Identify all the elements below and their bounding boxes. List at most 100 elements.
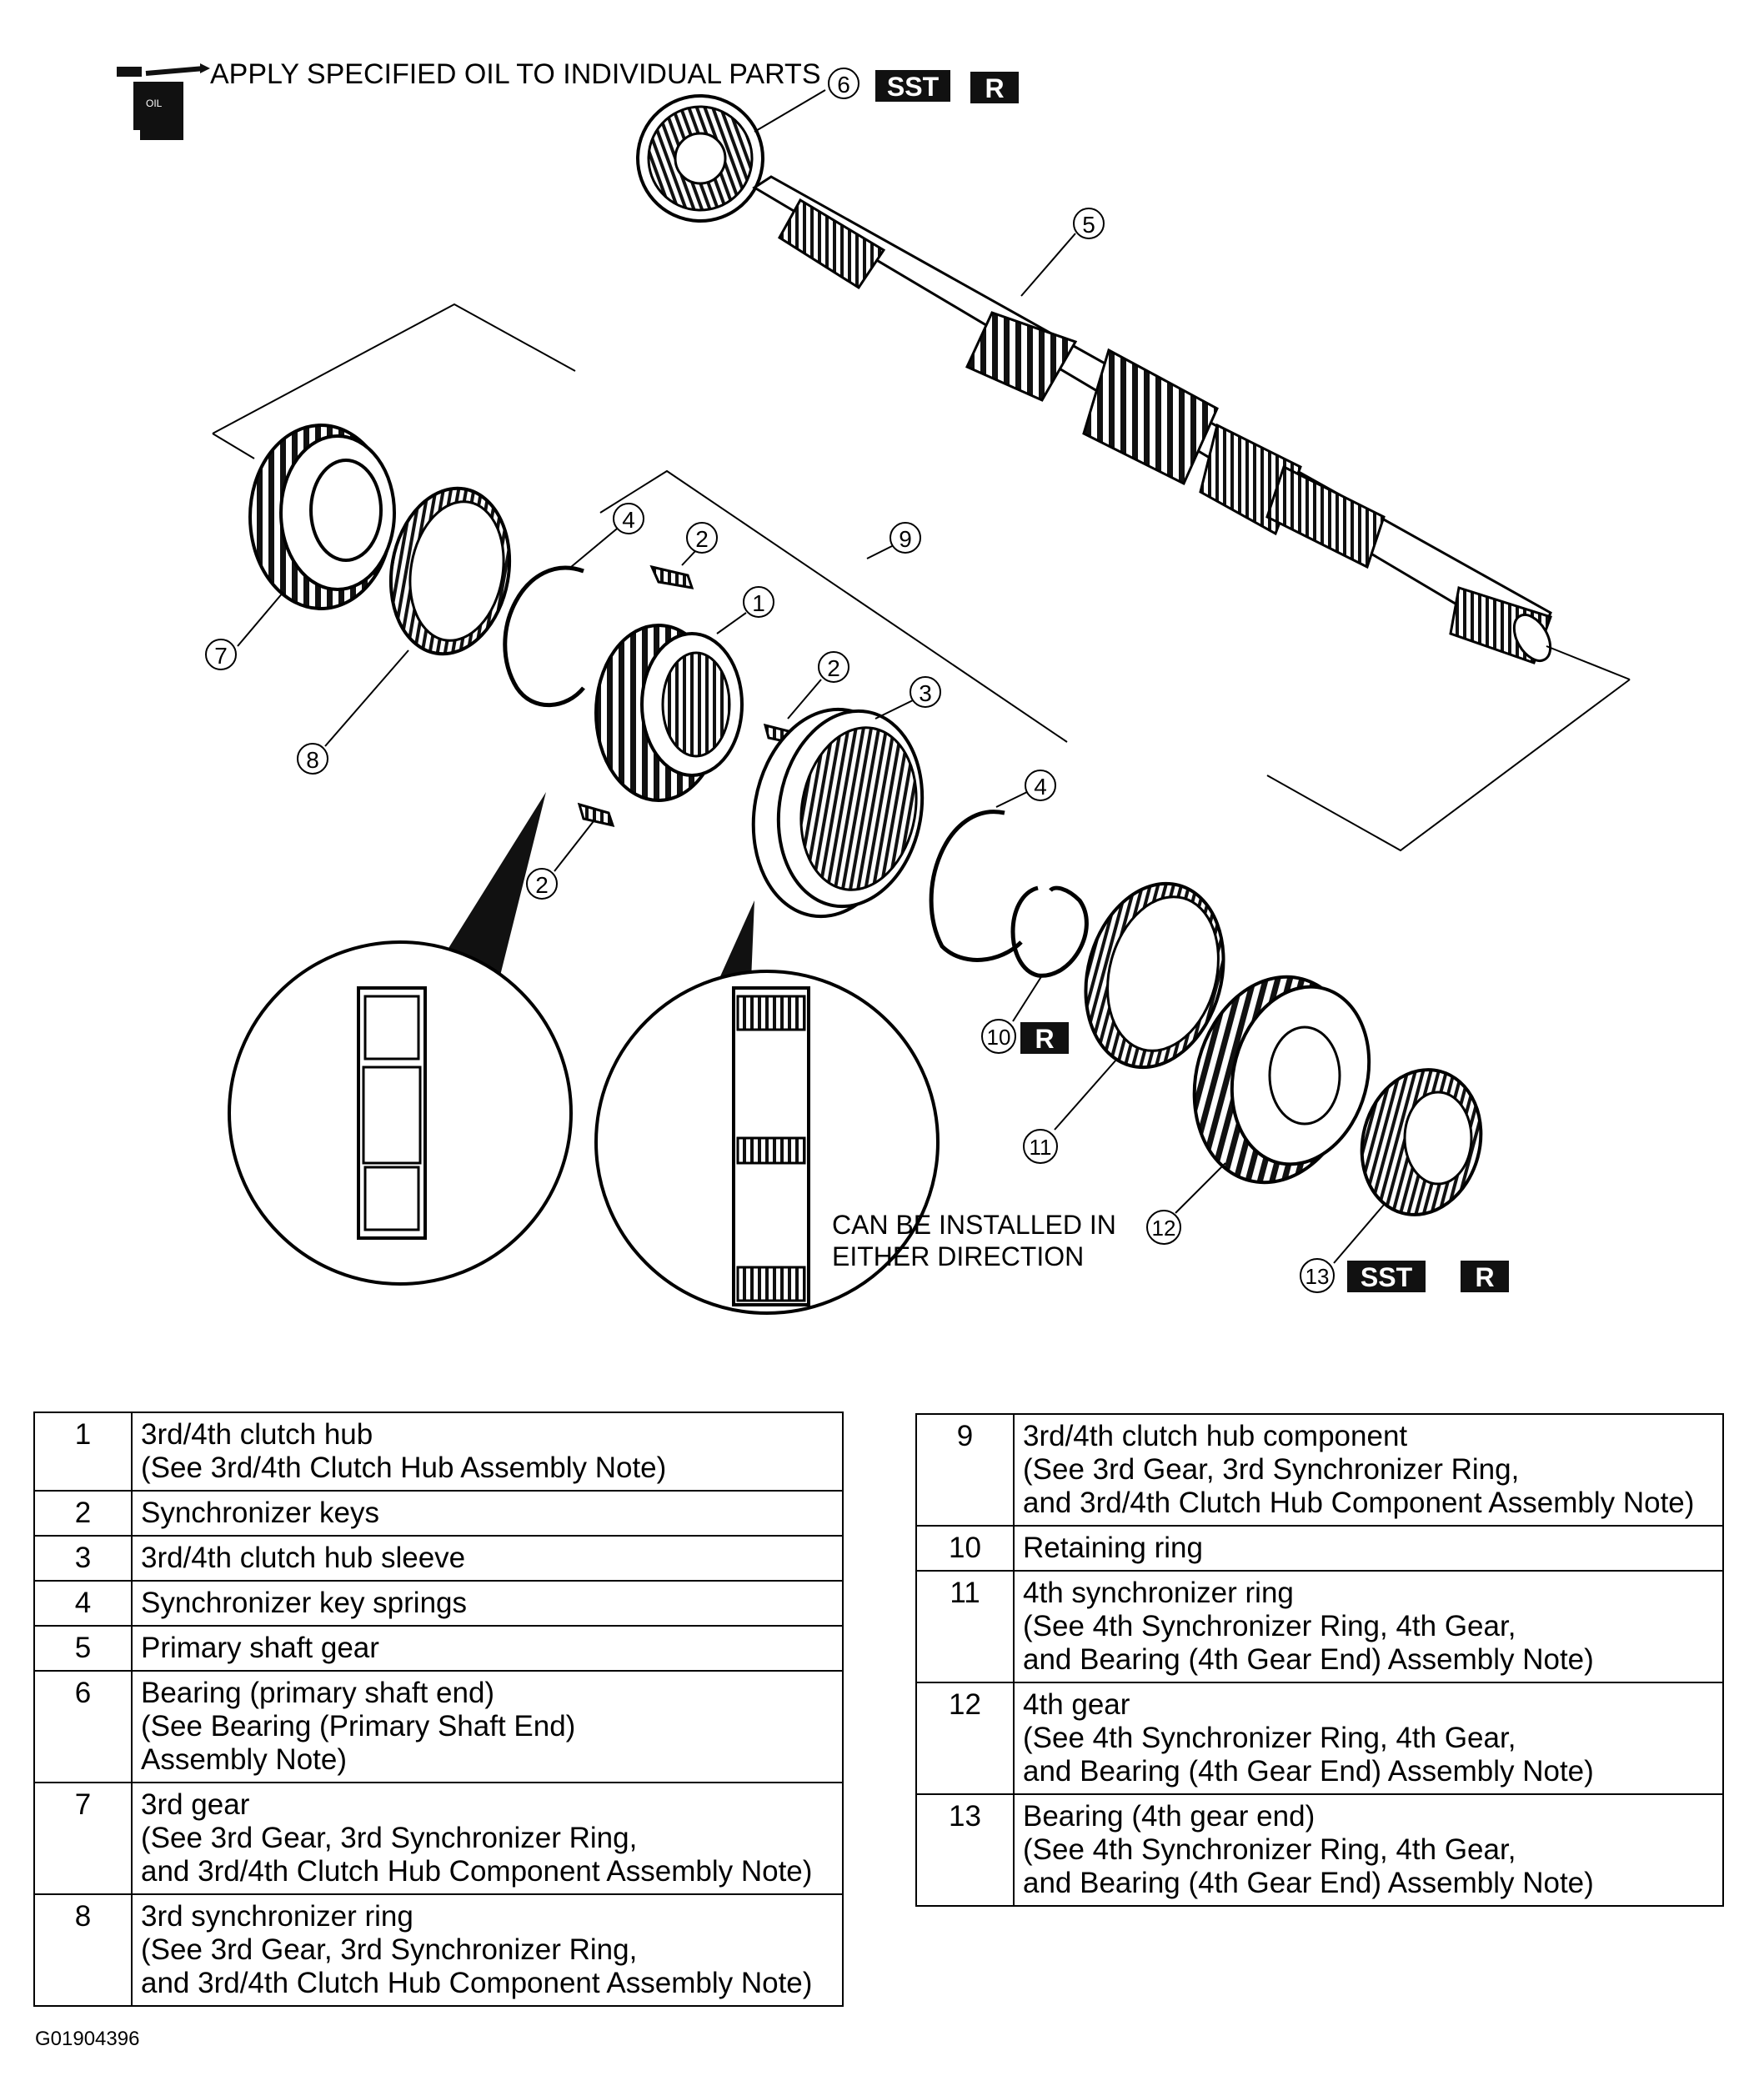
callout-9: 9 [890, 522, 921, 554]
part-number: 13 [915, 1793, 1015, 1907]
part-description: Synchronizer key springs [131, 1580, 844, 1627]
group-bracket-right [1266, 679, 1631, 852]
description-line: 3rd/4th clutch hub sleeve [141, 1542, 466, 1574]
svg-text:SST: SST [1361, 1262, 1413, 1292]
part-description: Retaining ring [1013, 1525, 1724, 1572]
part-description: 3rd/4th clutch hub component(See 3rd Gea… [1013, 1413, 1724, 1527]
svg-text:1: 1 [752, 590, 765, 616]
oil-can-icon: OIL [117, 63, 210, 140]
svg-text:3: 3 [919, 680, 932, 706]
part-number: 7 [33, 1782, 133, 1895]
synchronizer-key-upper [649, 564, 694, 589]
svg-text:11: 11 [1030, 1135, 1052, 1160]
callout-10: 10 [981, 1019, 1016, 1054]
part-description: 4th gear(See 4th Synchronizer Ring, 4th … [1013, 1682, 1724, 1795]
svg-text:12: 12 [1152, 1216, 1176, 1241]
synchronizer-key-spring-upper [503, 565, 585, 708]
callout-7: 7 [205, 639, 237, 670]
svg-text:R: R [1475, 1262, 1494, 1292]
svg-text:R: R [985, 73, 1004, 103]
part-description: 3rd/4th clutch hub(See 3rd/4th Clutch Hu… [131, 1412, 844, 1492]
exploded-view-diagram: OIL APPLY SPECIFIED OIL TO INDIVIDUAL PA… [117, 58, 1631, 1315]
svg-text:8: 8 [306, 747, 319, 773]
direction-note-line2: EITHER DIRECTION [832, 1241, 1084, 1271]
callout-8: 8 [297, 743, 328, 775]
direction-note-line1: CAN BE INSTALLED IN [832, 1210, 1116, 1240]
callout-5: 5 [1073, 208, 1105, 239]
svg-text:10: 10 [987, 1025, 1011, 1050]
callout-3: 3 [910, 676, 941, 708]
primary-shaft-gear [752, 175, 1552, 664]
part-description: 3rd/4th clutch hub sleeve [131, 1535, 844, 1582]
description-line: (See Bearing (Primary Shaft End) [141, 1710, 576, 1742]
svg-text:9: 9 [899, 526, 912, 552]
sst-badge: SST [1347, 1261, 1426, 1292]
description-line: Bearing (4th gear end) [1023, 1800, 1315, 1833]
description-line: 3rd synchronizer ring [141, 1900, 413, 1933]
description-line: Assembly Note) [141, 1743, 348, 1776]
description-line: 3rd/4th clutch hub [141, 1418, 373, 1451]
part-number: 2 [33, 1490, 133, 1537]
callout-4-lower: 4 [1025, 770, 1056, 801]
detail-pointer-left [442, 792, 546, 975]
description-line: (See 3rd Gear, 3rd Synchronizer Ring, [1023, 1453, 1520, 1486]
svg-text:6: 6 [837, 72, 850, 98]
part-number: 11 [915, 1570, 1015, 1683]
part-number: 8 [33, 1893, 133, 2007]
oil-note: APPLY SPECIFIED OIL TO INDIVIDUAL PARTS [210, 58, 821, 90]
description-line: 4th gear [1023, 1688, 1130, 1721]
clutch-hub-sleeve [751, 707, 925, 919]
callout-2-lower: 2 [526, 868, 558, 900]
detail-view-hub-section [228, 940, 573, 1286]
callout-6: 6 [828, 68, 859, 99]
part-description: 3rd synchronizer ring(See 3rd Gear, 3rd … [131, 1893, 844, 2007]
part-number: 9 [915, 1413, 1015, 1527]
part-description: Bearing (primary shaft end)(See Bearing … [131, 1670, 844, 1783]
callout-2-upper: 2 [686, 522, 718, 554]
description-line: (See 3rd Gear, 3rd Synchronizer Ring, [141, 1933, 638, 1966]
part-number: 1 [33, 1412, 133, 1492]
description-line: (See 4th Synchronizer Ring, 4th Gear, [1023, 1833, 1516, 1866]
part-number: 5 [33, 1625, 133, 1672]
part-number: 3 [33, 1535, 133, 1582]
description-line: and Bearing (4th Gear End) Assembly Note… [1023, 1867, 1594, 1899]
description-line: Synchronizer keys [141, 1497, 379, 1529]
synchronizer-key-lower [577, 802, 615, 828]
description-line: and 3rd/4th Clutch Hub Component Assembl… [1023, 1487, 1695, 1519]
description-line: (See 4th Synchronizer Ring, 4th Gear, [1023, 1722, 1516, 1754]
description-line: 3rd/4th clutch hub component [1023, 1420, 1408, 1452]
svg-text:SST: SST [887, 72, 940, 102]
third-gear [248, 424, 396, 610]
figure-id: G01904396 [35, 2028, 140, 2050]
description-line: 3rd gear [141, 1788, 250, 1821]
description-line: Bearing (primary shaft end) [141, 1677, 495, 1709]
svg-text:2: 2 [827, 655, 840, 681]
part-number: 6 [33, 1670, 133, 1783]
description-line: 4th synchronizer ring [1023, 1577, 1294, 1609]
r-badge: R [970, 72, 1019, 103]
svg-text:2: 2 [535, 872, 549, 898]
part-number: 4 [33, 1580, 133, 1627]
clutch-hub [594, 624, 744, 802]
description-line: (See 3rd Gear, 3rd Synchronizer Ring, [141, 1822, 638, 1854]
sst-badge: SST [875, 70, 950, 102]
description-line: and Bearing (4th Gear End) Assembly Note… [1023, 1643, 1594, 1676]
part-number: 10 [915, 1525, 1015, 1572]
svg-text:5: 5 [1082, 212, 1095, 238]
part-description: Bearing (4th gear end)(See 4th Synchroni… [1013, 1793, 1724, 1907]
callout-4-upper: 4 [613, 503, 644, 534]
part-description: 3rd gear(See 3rd Gear, 3rd Synchronizer … [131, 1782, 844, 1895]
bearing-fourth-gear-end [1360, 1068, 1483, 1216]
